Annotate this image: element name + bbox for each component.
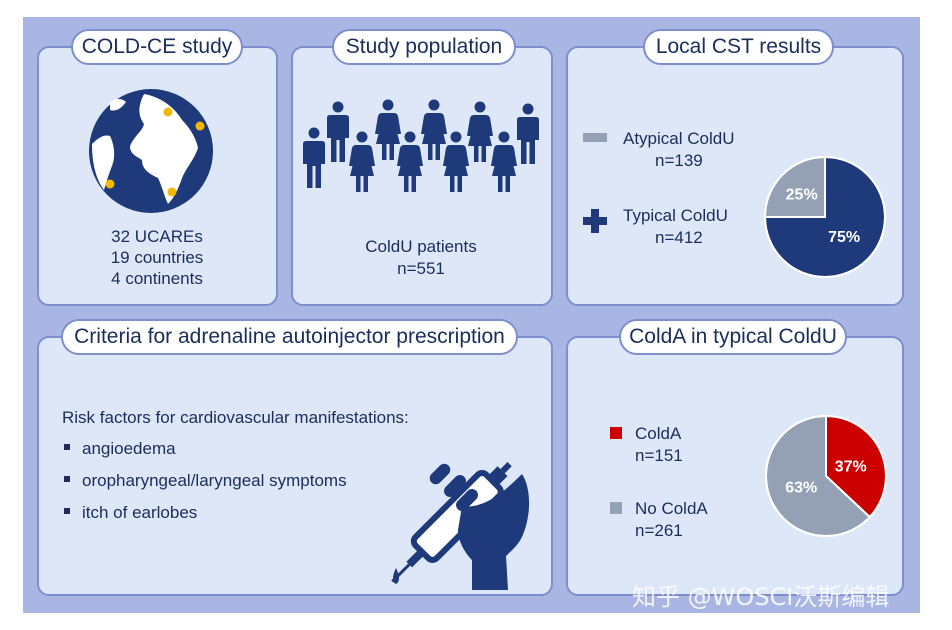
colda-legend-nocolda-n: n=261 bbox=[635, 521, 683, 540]
study-continents: 4 continents bbox=[111, 269, 203, 288]
study-countries: 19 countries bbox=[110, 248, 204, 267]
study-title: COLD-CE study bbox=[71, 29, 243, 65]
colda-pie-outline bbox=[765, 415, 887, 537]
colda-legend-nocolda-label: No ColdA bbox=[635, 499, 708, 518]
criteria-heading: Risk factors for cardiovascular manifest… bbox=[62, 408, 409, 427]
criteria-title: Criteria for adrenaline autoinjector pre… bbox=[61, 319, 518, 355]
person-icon bbox=[397, 131, 423, 192]
cst-pie-outline bbox=[764, 156, 886, 278]
bullet-marker bbox=[64, 476, 70, 482]
colda-legend-colda-label: ColdA bbox=[635, 424, 682, 443]
plus-icon bbox=[583, 209, 607, 233]
globe-icon bbox=[89, 89, 213, 213]
cst-pie-chart: 25% 75% bbox=[763, 155, 886, 278]
colda-slice-label: 37% bbox=[835, 458, 867, 475]
colda-pie-chart: 37% 63% bbox=[765, 414, 887, 537]
autoinjector-hand-icon bbox=[391, 462, 530, 590]
cst-slice-label: 75% bbox=[828, 229, 860, 246]
person-icon bbox=[491, 131, 517, 192]
person-icon bbox=[327, 101, 349, 162]
cst-legend-typical-label: Typical ColdU bbox=[623, 206, 728, 225]
colda-legend-colda-n: n=151 bbox=[635, 446, 683, 465]
population-count: n=551 bbox=[397, 259, 445, 278]
colda-legend-swatch bbox=[610, 427, 622, 439]
bullet-marker bbox=[64, 444, 70, 450]
person-icon bbox=[375, 99, 401, 160]
population-title: Study population bbox=[332, 29, 516, 65]
nocolda-legend-swatch bbox=[610, 502, 622, 514]
person-icon bbox=[443, 131, 469, 192]
criteria-item-oropharyngeal: oropharyngeal/laryngeal symptoms bbox=[82, 471, 347, 490]
colda-title: ColdA in typical ColdU bbox=[619, 319, 847, 355]
criteria-item-angioedema: angioedema bbox=[82, 439, 176, 458]
population-caption: ColdU patients bbox=[365, 237, 477, 256]
study-ucares: 32 UCAREs bbox=[111, 227, 203, 246]
cst-title: Local CST results bbox=[643, 29, 834, 65]
people-icons bbox=[303, 99, 539, 192]
person-icon bbox=[421, 99, 447, 160]
bullet-marker bbox=[64, 508, 70, 514]
person-icon bbox=[517, 103, 539, 164]
cst-legend-typical-n: n=412 bbox=[655, 228, 703, 247]
person-icon bbox=[349, 131, 375, 192]
cst-slice-label: 25% bbox=[786, 187, 818, 204]
person-icon bbox=[467, 101, 493, 162]
watermark-text: 知乎 @WOSCI沃斯编辑 bbox=[632, 583, 890, 611]
cst-legend-atypical-n: n=139 bbox=[655, 151, 703, 170]
colda-slice-label: 63% bbox=[785, 480, 817, 497]
criteria-item-earlobes: itch of earlobes bbox=[82, 503, 198, 522]
minus-icon bbox=[583, 133, 607, 142]
person-icon bbox=[303, 127, 325, 188]
cst-legend-atypical-label: Atypical ColdU bbox=[623, 129, 735, 148]
